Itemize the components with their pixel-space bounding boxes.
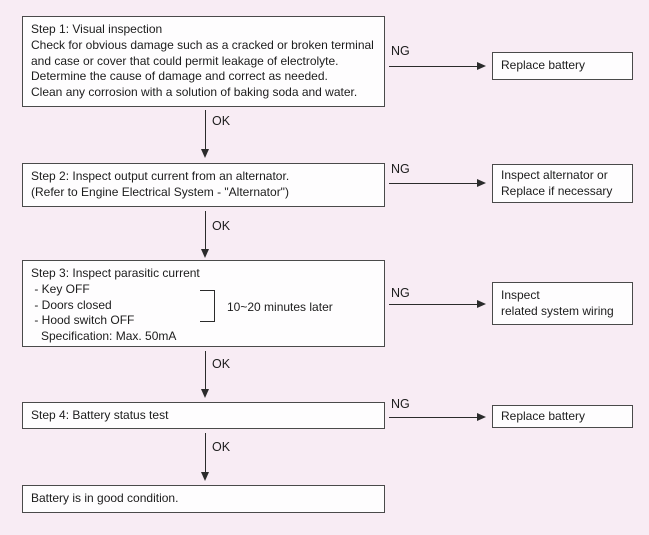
ng-outcome-1-box: Replace battery <box>492 52 633 80</box>
ng-arrow-2-head-icon <box>477 179 486 187</box>
step4-title: Step 4: Battery status test <box>31 407 169 422</box>
step1-text-line: and case or cover that could permit leak… <box>31 53 339 68</box>
ok-label-3: OK <box>212 357 231 371</box>
ng-outcome-2-text: Replace if necessary <box>501 183 613 198</box>
ng-outcome-3-text: related system wiring <box>501 303 614 318</box>
ok-arrow-2-line <box>205 211 206 251</box>
final-result-box: Battery is in good condition. <box>22 485 385 513</box>
ng-arrow-1-head-icon <box>477 62 486 70</box>
ok-arrow-1-head-icon <box>201 149 209 158</box>
ng-arrow-1-line <box>389 66 478 67</box>
ok-arrow-3-head-icon <box>201 389 209 398</box>
ok-label-4: OK <box>212 440 231 454</box>
step3-note: 10~20 minutes later <box>227 300 333 314</box>
ng-arrow-3-head-icon <box>477 300 486 308</box>
ng-outcome-3-text: Inspect <box>501 287 540 302</box>
ng-outcome-2-text: Inspect alternator or <box>501 167 608 182</box>
ng-arrow-2-line <box>389 183 478 184</box>
step3-box: Step 3: Inspect parasitic current - Key … <box>22 260 385 347</box>
ok-arrow-4-head-icon <box>201 472 209 481</box>
step2-title: Step 2: Inspect output current from an a… <box>31 169 290 183</box>
ng-arrow-4-head-icon <box>477 413 486 421</box>
ng-label-3: NG <box>391 286 410 300</box>
ng-outcome-4-box: Replace battery <box>492 405 633 428</box>
step4-box: Step 4: Battery status test <box>22 402 385 429</box>
step1-text-line: Clean any corrosion with a solution of b… <box>31 85 358 100</box>
step2-box: Step 2: Inspect output current from an a… <box>22 163 385 207</box>
step1-title: Step 1: Visual inspection <box>31 22 163 36</box>
ng-label-4: NG <box>391 397 410 411</box>
ng-outcome-3-box: Inspect related system wiring <box>492 282 633 325</box>
ok-arrow-1-line <box>205 110 206 150</box>
ng-outcome-1-text: Replace battery <box>501 58 586 73</box>
step1-text-line: Determine the cause of damage and correc… <box>31 69 328 84</box>
step2-text-line: (Refer to Engine Electrical System - "Al… <box>31 184 289 199</box>
ok-arrow-3-line <box>205 351 206 391</box>
step1-text-line: Check for obvious damage such as a crack… <box>31 37 374 52</box>
ok-label-2: OK <box>212 219 231 233</box>
step3-text-line: - Hood switch OFF <box>31 313 135 328</box>
ng-arrow-3-line <box>389 304 478 305</box>
step3-text-line: - Doors closed <box>31 297 112 312</box>
step3-text-line: - Key OFF <box>31 281 90 296</box>
ng-outcome-2-box: Inspect alternator or Replace if necessa… <box>492 164 633 203</box>
ng-arrow-4-line <box>389 417 478 418</box>
ok-arrow-2-head-icon <box>201 249 209 258</box>
step3-title: Step 3: Inspect parasitic current <box>31 266 200 280</box>
final-result-text: Battery is in good condition. <box>31 491 179 506</box>
step3-bracket-shape <box>200 290 215 322</box>
ok-label-1: OK <box>212 114 231 128</box>
ng-outcome-4-text: Replace battery <box>501 408 586 423</box>
ng-label-1: NG <box>391 44 410 58</box>
ng-label-2: NG <box>391 162 410 176</box>
step1-box: Step 1: Visual inspection Check for obvi… <box>22 16 385 107</box>
ok-arrow-4-line <box>205 433 206 473</box>
step3-text-line: Specification: Max. 50mA <box>31 329 177 344</box>
